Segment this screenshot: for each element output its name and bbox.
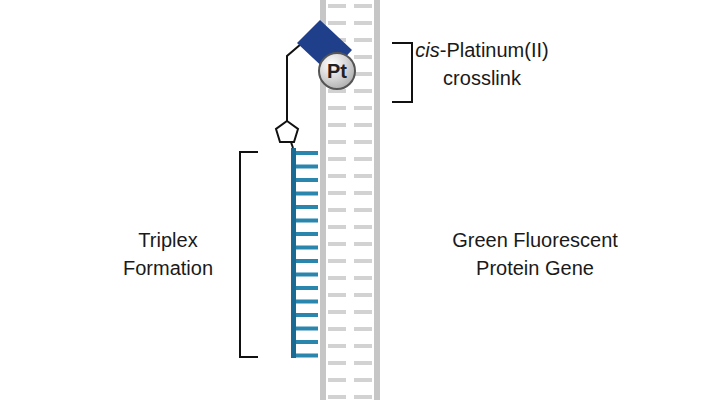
triplex-base: [296, 151, 318, 155]
base-pair: [354, 89, 372, 93]
base-pair: [354, 395, 372, 399]
bracket: [240, 152, 258, 357]
annotation-label: Green Fluorescent Protein Gene: [435, 226, 635, 282]
base-pair: [354, 344, 372, 348]
base-pair: [328, 242, 346, 246]
triplex-base: [296, 313, 318, 317]
triplex-bases: [296, 151, 318, 358]
dna-backbone: [374, 0, 380, 400]
base-pair: [354, 38, 372, 42]
base-pair: [354, 225, 372, 229]
base-pair: [328, 191, 346, 195]
base-pair: [354, 174, 372, 178]
triplex-base: [296, 259, 318, 263]
base-pair: [354, 106, 372, 110]
base-pair: [328, 157, 346, 161]
base-pair: [354, 259, 372, 263]
triplex-base: [296, 273, 318, 277]
annotation-label: cis-Platinum(II) crosslink: [387, 36, 577, 92]
triplex-base: [296, 340, 318, 344]
triplex-base: [296, 205, 318, 209]
base-pair: [354, 310, 372, 314]
base-pair: [354, 4, 372, 8]
base-pair: [354, 242, 372, 246]
base-pair: [328, 310, 346, 314]
triplex-base: [296, 300, 318, 304]
base-pair: [328, 123, 346, 127]
annotation-label: Triplex Formation: [103, 226, 233, 282]
triplex-base: [296, 286, 318, 290]
base-pair: [328, 276, 346, 280]
base-pair: [354, 361, 372, 365]
element-symbol: Pt: [327, 60, 347, 83]
bracket: [392, 43, 412, 102]
base-pair: [328, 106, 346, 110]
triplex-base: [296, 246, 318, 250]
base-pair: [328, 344, 346, 348]
base-pair: [328, 259, 346, 263]
triplex-base: [296, 219, 318, 223]
platinum-atom: Pt: [318, 52, 356, 90]
base-pair: [328, 378, 346, 382]
base-pair: [354, 378, 372, 382]
base-pair: [354, 276, 372, 280]
base-pair: [354, 191, 372, 195]
sugar-pentagon: [276, 121, 298, 142]
base-pair: [328, 327, 346, 331]
base-pair: [354, 72, 372, 76]
triplex-base: [296, 165, 318, 169]
base-pair: [328, 21, 346, 25]
base-pair: [354, 21, 372, 25]
base-pair: [354, 123, 372, 127]
linker-line: [291, 142, 293, 148]
base-pair: [328, 395, 346, 399]
base-pair: [328, 293, 346, 297]
base-pair: [354, 55, 372, 59]
base-pair: [354, 327, 372, 331]
triplex-base: [296, 192, 318, 196]
base-pair: [354, 140, 372, 144]
linker-line: [287, 44, 301, 121]
base-pair: [328, 361, 346, 365]
base-pair: [328, 225, 346, 229]
triplex-strand: [291, 148, 296, 358]
base-pair: [328, 208, 346, 212]
base-pair: [328, 174, 346, 178]
triplex-base: [296, 354, 318, 358]
triplex-base: [296, 232, 318, 236]
triplex-base: [296, 178, 318, 182]
triplex-base: [296, 327, 318, 331]
base-pair: [354, 208, 372, 212]
base-pair: [328, 140, 346, 144]
base-pair: [354, 157, 372, 161]
base-pair: [328, 4, 346, 8]
base-pair: [354, 293, 372, 297]
